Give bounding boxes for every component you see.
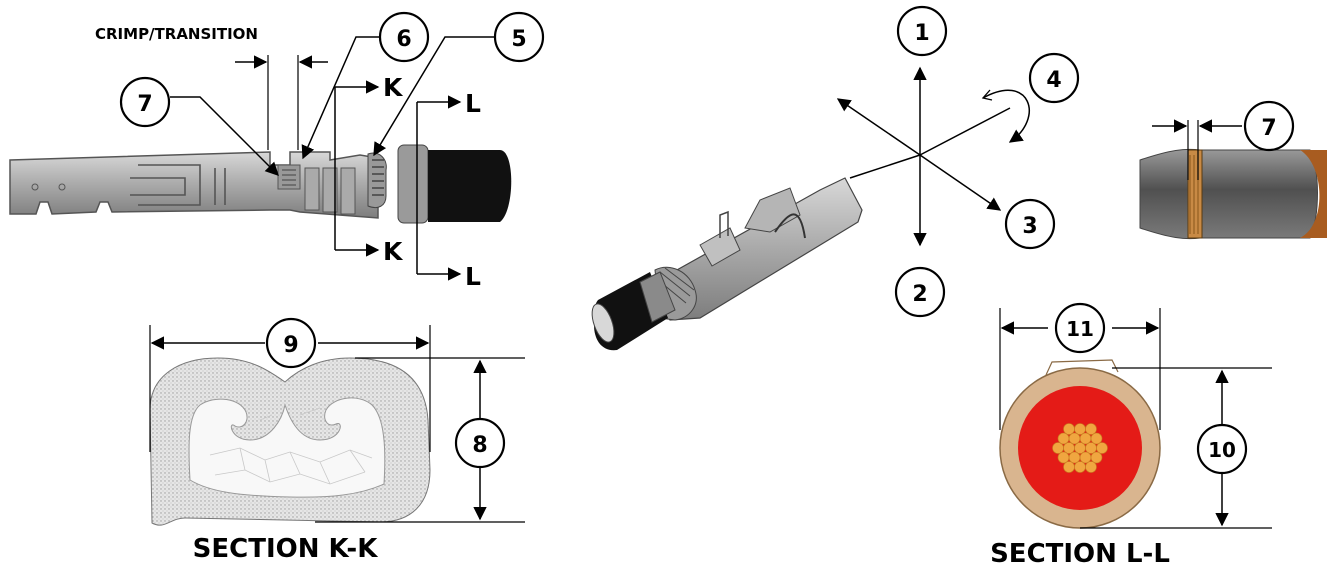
callout-11-circle	[1054, 302, 1106, 354]
section-ll-view: 11 10 SECTION L-L	[990, 302, 1272, 567]
callout-3: 3	[1004, 198, 1056, 250]
callout-9-number: 9	[283, 333, 298, 358]
callout-7-right-number: 7	[1261, 116, 1276, 141]
callout-10-circle	[1196, 423, 1248, 475]
callout-2-number: 2	[912, 282, 927, 307]
callout-7-right: 7	[1243, 100, 1295, 152]
section-k-start-label: K	[383, 73, 404, 102]
section-k-marker: K K	[334, 73, 404, 266]
callout-7-left: 7	[119, 76, 279, 176]
section-l-end-label: L	[465, 262, 481, 291]
axis-arrows	[836, 66, 1030, 247]
conductor-end	[1300, 150, 1327, 238]
section-l-marker: L L	[416, 89, 481, 291]
callout-1-number: 1	[914, 21, 929, 46]
callout-11-number: 11	[1066, 317, 1094, 341]
crimp-transition-dimension: CRIMP/TRANSITION	[95, 25, 328, 150]
isometric-terminal	[591, 154, 921, 351]
callout-1: 1	[896, 5, 948, 57]
rotation-arrow-upper	[982, 89, 1030, 143]
callout-8-number: 8	[472, 433, 487, 458]
section-k-end-label: K	[383, 237, 404, 266]
section-kk-view: 9 8 SECTION K-K	[149, 317, 525, 564]
crimp-sleeve	[1139, 148, 1318, 240]
section-kk-strands	[209, 407, 373, 485]
section-kk-title: SECTION K-K	[193, 534, 379, 564]
callout-6-number: 6	[396, 27, 411, 52]
insulation-crimp	[397, 144, 512, 224]
terminal-hole	[31, 183, 39, 191]
terminal-spring-slot	[130, 164, 226, 206]
terminal-side-view	[9, 144, 512, 224]
section-l-start-label: L	[465, 89, 481, 118]
callout-3-number: 3	[1022, 214, 1037, 239]
callout-5: 5	[373, 11, 545, 157]
copper-strands	[1052, 423, 1108, 473]
crimp-closeup-view	[1139, 119, 1327, 240]
callout-2: 2	[894, 266, 946, 318]
callout-4: 4	[1028, 52, 1080, 104]
callout-9-circle	[265, 317, 317, 369]
callout-7-left-number: 7	[137, 92, 152, 117]
wire-insulation	[428, 150, 512, 222]
section-ll-title: SECTION L-L	[990, 539, 1170, 567]
terminal-hole	[58, 183, 66, 191]
callout-10-number: 10	[1208, 438, 1236, 462]
callout-4-number: 4	[1046, 68, 1061, 93]
section-kk-inner-cavity	[188, 397, 386, 498]
callout-6: 6	[301, 11, 430, 160]
crimp-transition-label: CRIMP/TRANSITION	[95, 25, 258, 43]
callout-8-circle	[454, 417, 506, 469]
callout-5-number: 5	[511, 27, 526, 52]
